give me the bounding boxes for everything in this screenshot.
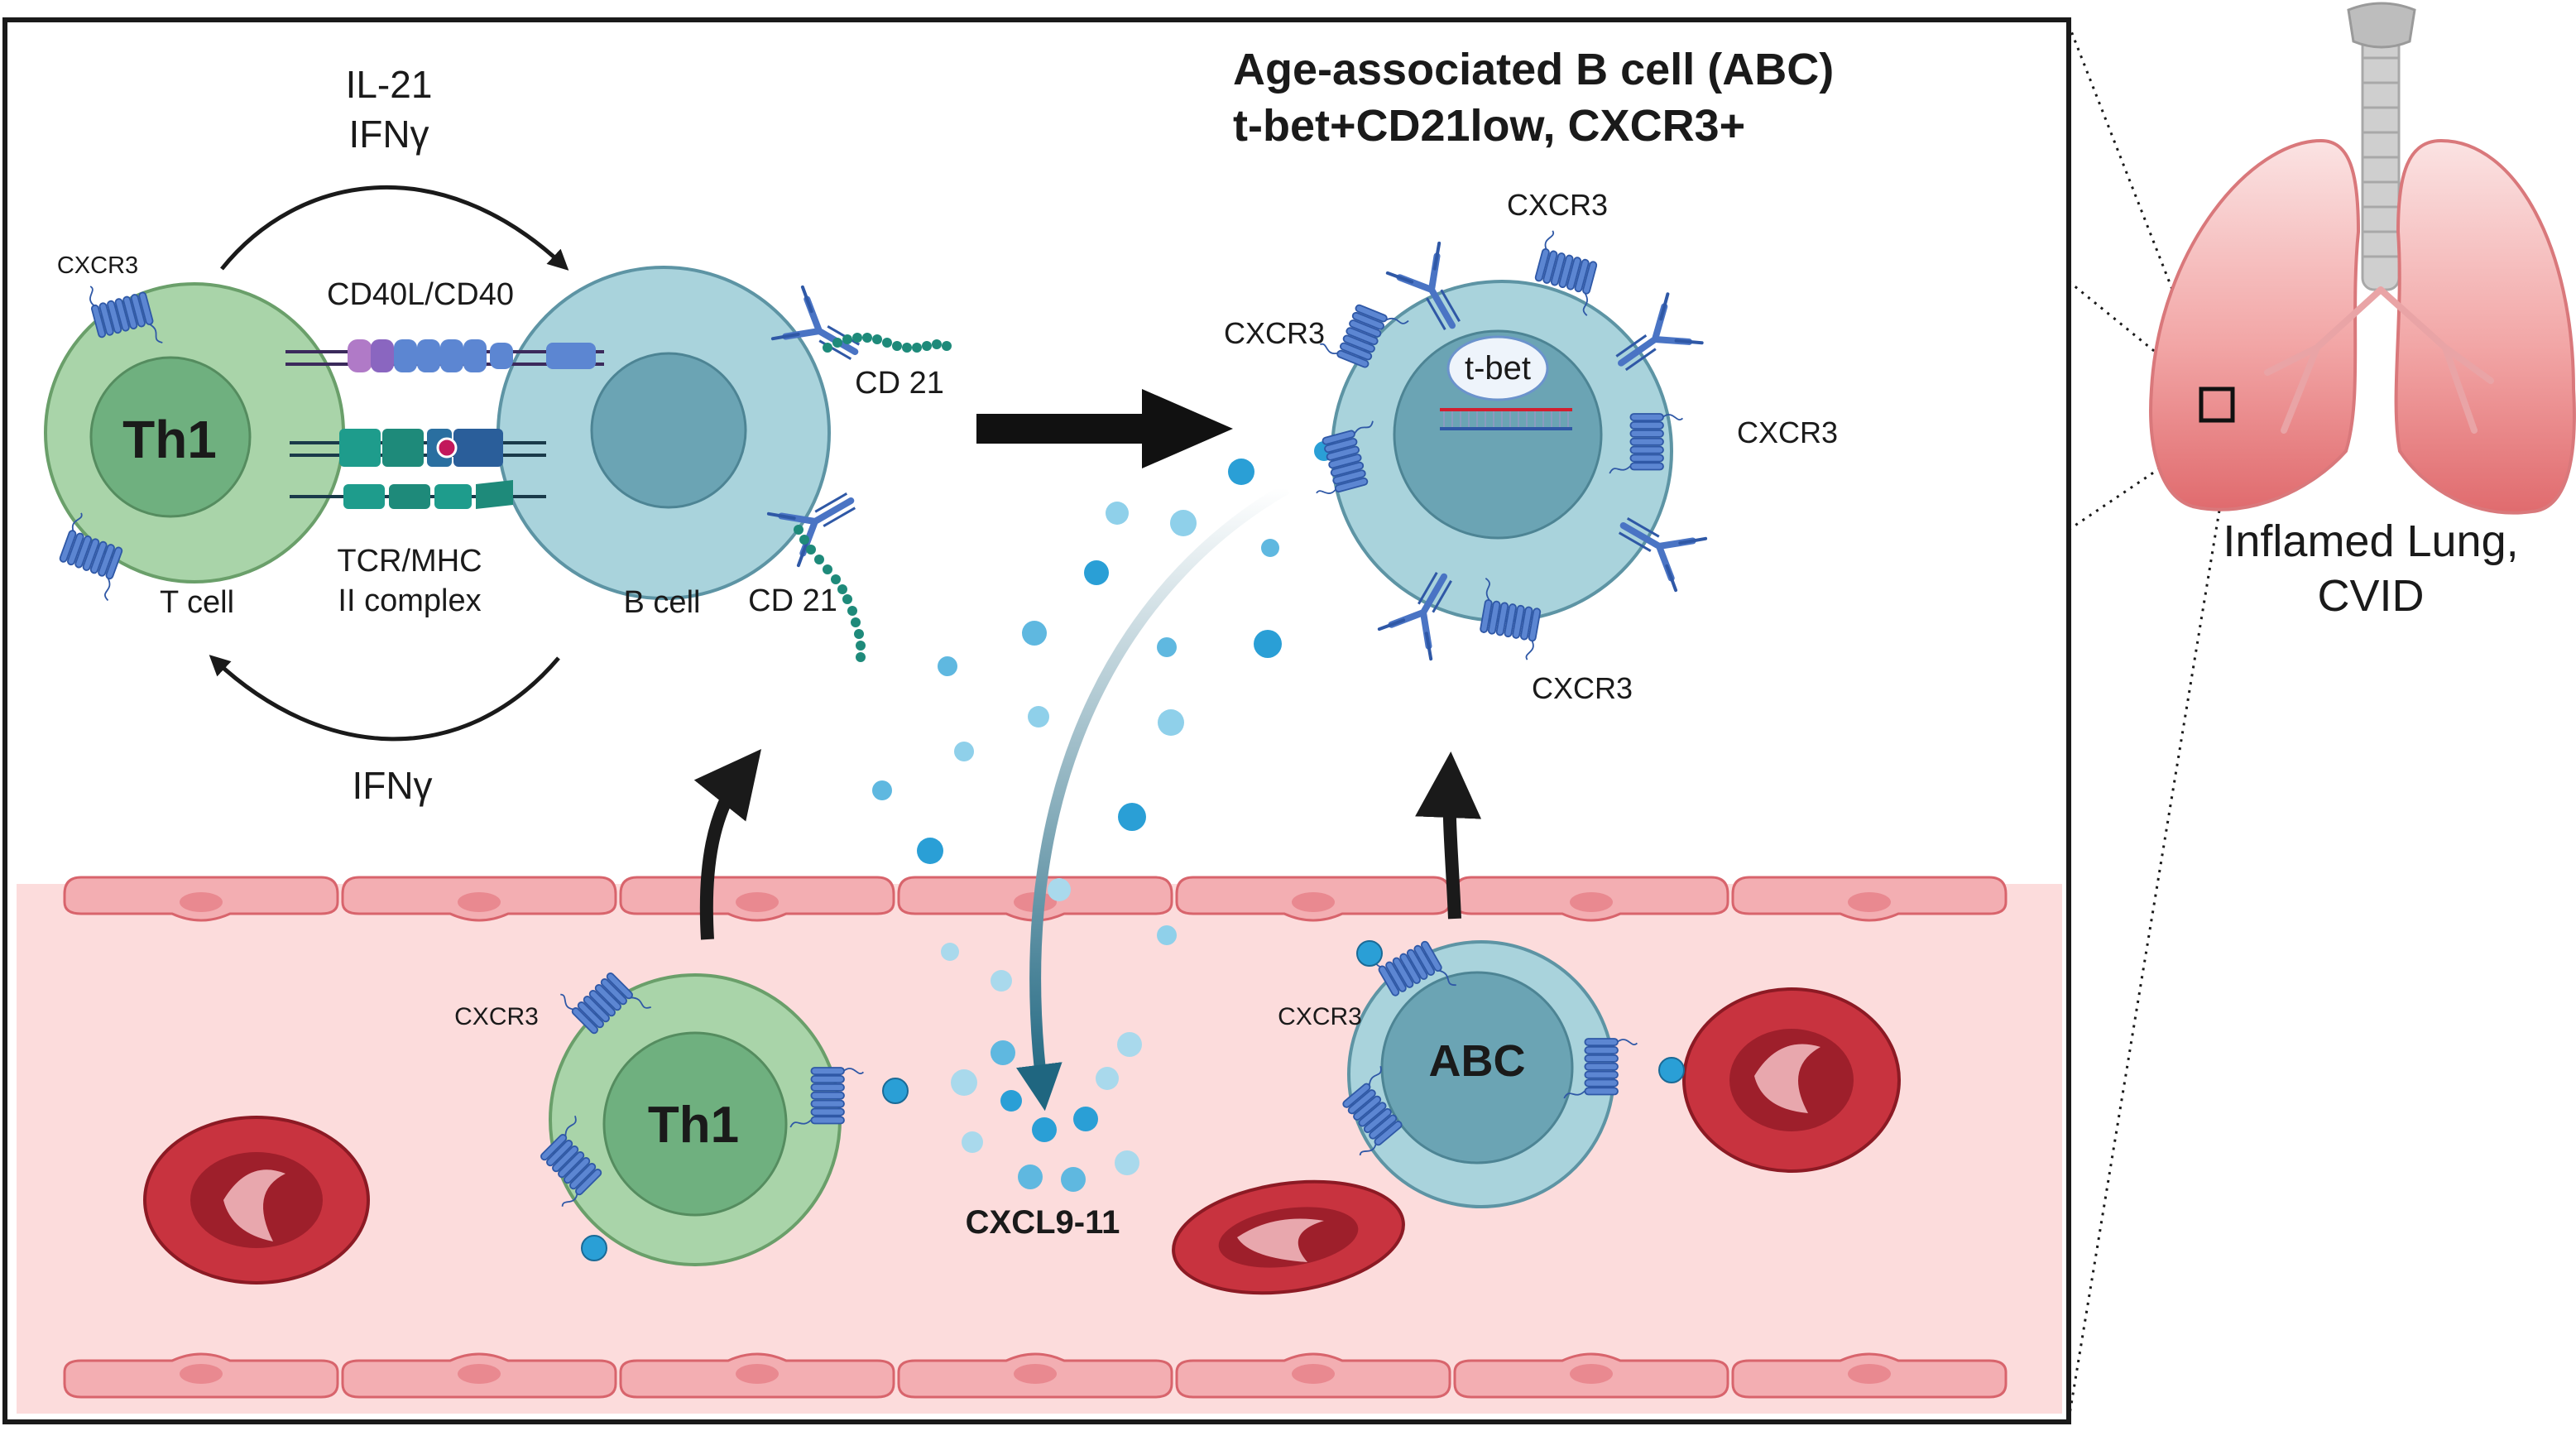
cd40-complex [285,339,604,372]
cxcr3-label-tcell: CXCR3 [57,252,138,279]
ifng-bottom-label: IFNγ [352,764,432,807]
t-cell [44,271,345,602]
b-cell-label: B cell [624,585,701,620]
endothelium-bottom [63,1352,2008,1399]
cd21-label-top: CD 21 [855,366,944,401]
cd21-chain-2 [794,525,866,662]
cd21-label-bottom: CD 21 [748,583,837,618]
abc-label-vessel: ABC [1429,1036,1526,1086]
up-arrow-abc [1415,752,1482,920]
chemokine-gradient-arrow [1016,483,1290,1112]
abc-title-line1: Age-associated B cell (ABC) [1233,45,1834,94]
red-blood-cell [143,1116,370,1285]
tcr-label-line2: II complex [338,583,481,618]
cxcl-label: CXCL9-11 [966,1204,1120,1241]
red-blood-cell [1682,987,1901,1173]
lung-illustration [2149,2,2576,515]
il21-label: IL-21 [346,63,433,106]
cxcr3-label-abc-bottom: CXCR3 [1532,671,1633,705]
cycle-arrow-bottom [209,655,560,742]
transition-arrow [976,389,1233,468]
red-blood-cell [1172,1179,1405,1295]
cxcr3-label-abc-top: CXCR3 [1507,188,1608,222]
th1-cell-vessel [522,954,909,1266]
cd21-chain-1 [823,333,952,353]
tcr-mhc-complex [290,429,546,509]
cxcr3-label-abc-left: CXCR3 [1224,316,1325,350]
abc-cell-vessel [1323,920,1685,1208]
lung-label-line1: Inflamed Lung, [2223,516,2518,566]
t-cell-label: T cell [160,585,234,620]
abc-cell-top [1301,228,1705,660]
abc-title-line2: t-bet+CD21low, CXCR3+ [1233,101,1745,151]
zoom-square [2199,387,2235,423]
cxcr3-label-th1-vessel: CXCR3 [454,1003,539,1030]
tcr-label-line1: TCR/MHC [337,544,482,579]
tbet-label: t-bet [1465,350,1531,387]
up-arrow-th1 [693,749,761,940]
chemokine-dots [872,441,1334,1192]
cxcr3-label-abc-right: CXCR3 [1737,415,1838,449]
lung-label-line2: CVID [2317,571,2424,621]
th1-label-top: Th1 [122,410,217,469]
cxcr3-label-abc-vessel: CXCR3 [1278,1003,1362,1030]
cd40-label: CD40L/CD40 [327,277,514,312]
cycle-arrow-top [220,185,569,271]
ifng-top-label: IFNγ [348,113,429,156]
th1-label-vessel: Th1 [648,1097,739,1154]
